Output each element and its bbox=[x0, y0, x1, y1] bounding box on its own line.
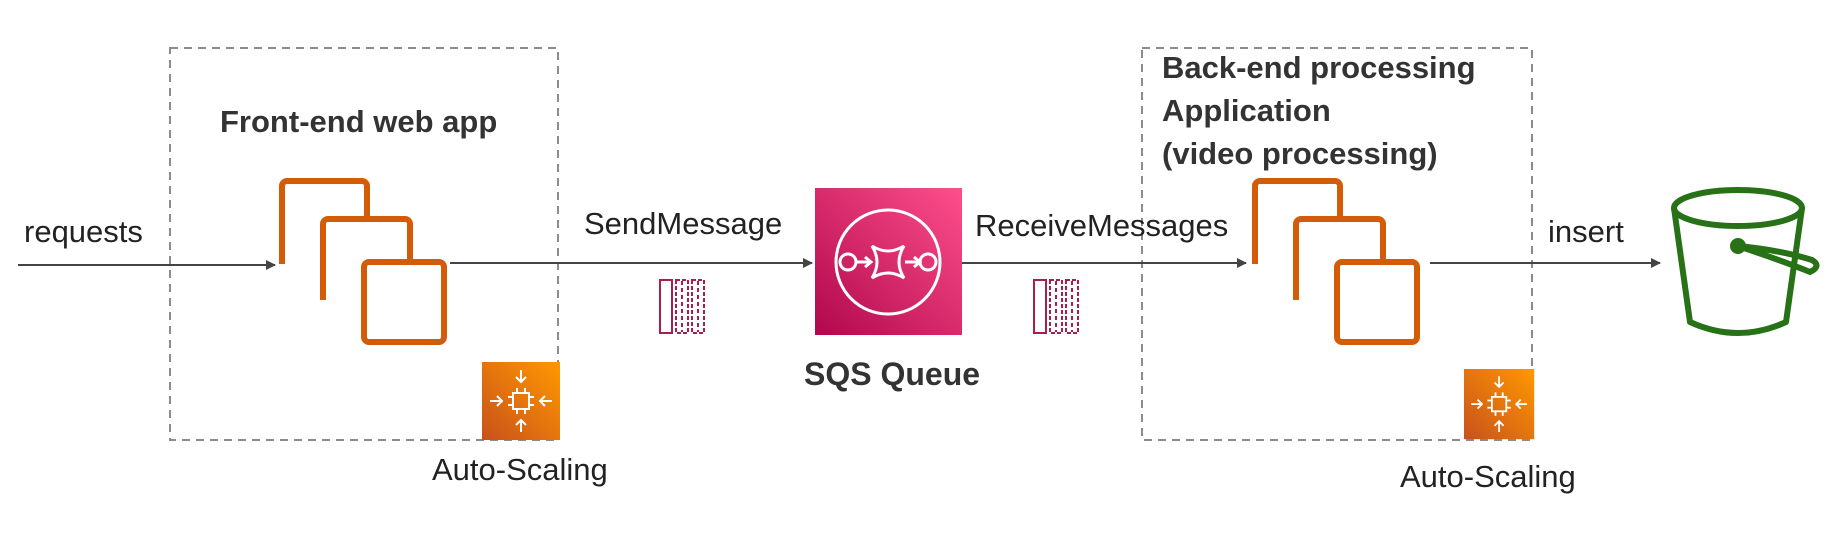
backend-title-line1: Back-end processing bbox=[1162, 50, 1476, 85]
s3-bucket-icon bbox=[1671, 187, 1820, 336]
auto-scaling-left-label: Auto-Scaling bbox=[432, 452, 608, 487]
ec2-instances-frontend-icon bbox=[279, 178, 447, 345]
auto-scaling-right-icon bbox=[1464, 369, 1535, 440]
frontend-group-box bbox=[169, 47, 559, 441]
auto-scaling-right-label: Auto-Scaling bbox=[1400, 459, 1576, 494]
sqs-queue-icon bbox=[815, 188, 962, 335]
backend-title-line2: Application bbox=[1162, 93, 1331, 128]
backend-title-line3: (video processing) bbox=[1162, 136, 1438, 171]
auto-scaling-left-icon bbox=[482, 362, 560, 440]
sqs-queue-label: SQS Queue bbox=[804, 356, 981, 392]
receive-messages-label: ReceiveMessages bbox=[975, 208, 1229, 243]
requests-label: requests bbox=[24, 214, 143, 249]
message-stack-left-icon bbox=[659, 279, 705, 334]
insert-label: insert bbox=[1548, 214, 1624, 249]
message-stack-right-icon bbox=[1033, 279, 1079, 334]
frontend-title: Front-end web app bbox=[220, 104, 498, 139]
send-message-label: SendMessage bbox=[584, 206, 783, 241]
ec2-instances-backend-icon bbox=[1252, 178, 1420, 345]
